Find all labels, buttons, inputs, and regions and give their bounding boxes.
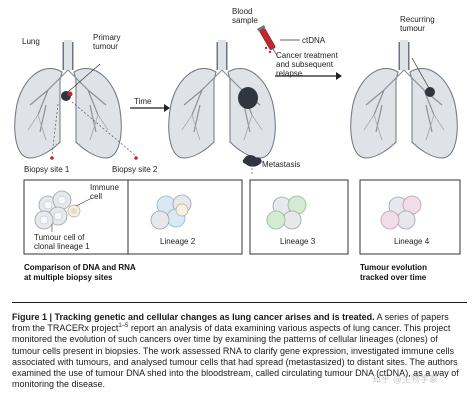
biopsy-marker-2 [134, 156, 138, 160]
lung-with-metastasis [167, 38, 277, 160]
treatment-label-3: relapse [276, 69, 303, 78]
top-rule [12, 302, 467, 303]
watermark: 知乎 @生物学家 [372, 375, 438, 385]
biopsy-site-2-label: Biopsy site 2 [112, 165, 158, 174]
evolution-label-1: Tumour evolution [360, 263, 427, 272]
evolution-label-2: tracked over time [360, 273, 427, 282]
caption-refs: 1–5 [118, 323, 129, 330]
treatment-label-2: and subsequent [276, 60, 334, 69]
recurring-tumour-label-2: tumour [400, 24, 425, 33]
lineage-3-label: Lineage 3 [280, 237, 316, 246]
primary-tumour-label-1: Primary [93, 33, 121, 42]
cell-cluster-lineage-2 [150, 194, 192, 230]
lung-label: Lung [22, 37, 40, 46]
figure-caption: Figure 1 | Tracking genetic and cellular… [12, 312, 464, 390]
metastasis-blob [242, 155, 262, 176]
cell-cluster-lineage-3 [266, 195, 307, 230]
tumour-cell-label-2: clonal lineage 1 [34, 242, 90, 251]
recurring-tumour-label-1: Recurring [400, 15, 435, 24]
immune-cell-label-1: Immune [90, 183, 119, 192]
syringe-icon [257, 25, 278, 56]
immune-cell-label-2: cell [90, 192, 102, 201]
lineage-2-label: Lineage 2 [160, 237, 196, 246]
tumour-cell-label-1: Tumour cell of [34, 233, 85, 242]
caption-figure-label: Figure 1 | Tracking genetic and cellular… [12, 312, 375, 322]
primary-tumour-label-2: tumour [93, 42, 118, 51]
cell-cluster-lineage-4 [380, 195, 422, 230]
caption-text-1: A series of papers from the TRACERx proj… [12, 312, 449, 334]
lung-primary [13, 38, 123, 160]
grown-tumour [238, 87, 258, 109]
lineage-4-label: Lineage 4 [394, 237, 430, 246]
comparison-label-2: at multiple biopsy sites [24, 273, 113, 282]
treatment-label-1: Cancer treatment [276, 51, 339, 60]
lung-recurring [349, 38, 459, 160]
biopsy-site-1-label: Biopsy site 1 [24, 165, 70, 174]
time-label: Time [134, 97, 152, 106]
recurring-tumour [425, 87, 435, 97]
cell-cluster-lineage-1 [34, 190, 81, 230]
blood-sample-label-1: Blood [232, 7, 252, 16]
metastasis-label: Metastasis [262, 160, 300, 169]
ctdna-label: ctDNA [302, 36, 326, 45]
caption-text-2: report an analysis of data examining var… [12, 323, 459, 390]
blood-sample-label-2: sample [232, 16, 258, 25]
comparison-label-1: Comparison of DNA and RNA [24, 263, 136, 272]
biopsy-marker-1 [50, 156, 54, 160]
